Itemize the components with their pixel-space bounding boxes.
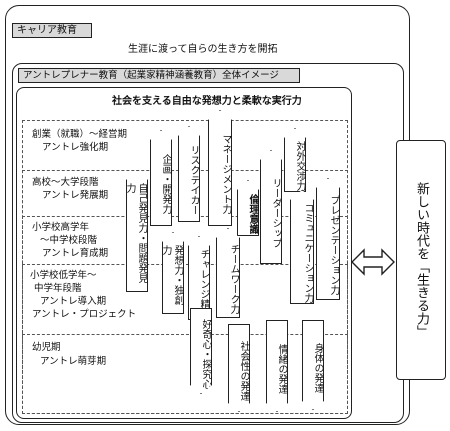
stage-2-line-1: 高校～大学段階 [32,177,99,188]
stage-box-5 [22,334,348,414]
stage-4-line-1: 小学校低学年～ [30,270,97,281]
arrow-self-discovery: 自己発見力・問題発見力 [126,170,148,292]
career-education-label: キャリア教育 [12,23,92,38]
arrow-risk-taker: リスクテイカー [178,126,200,222]
stage-5-line-2: アントレ萌芽期 [40,356,107,367]
arrow-leadership: リーダーシップ [260,150,282,264]
stage-4-line-4: アントレ・プロジェクト [32,309,137,320]
double-arrow-icon [351,248,395,276]
arrow-management: マネージメント力 [208,110,232,226]
arrow-social-development: 社会性の発達 [228,324,250,412]
stage-3-line-1: 小学校高学年 [32,222,90,233]
arrow-creativity: 発想力・独創力 [162,232,184,314]
lifelong-subtitle: 生涯に渡って自らの生き方を開拓 [128,44,278,55]
arrow-physical-development: 身体の発達 [302,320,324,410]
stage-2-line-2: アントレ発展期 [42,190,109,201]
living-power-text: 新しい時代を「生きる力」 [414,182,429,338]
stage-3-line-3: アントレ育成期 [42,248,109,259]
stage-1-line-2: アントレ強化期 [42,142,109,153]
center-title: 社会を支える自由な発想力と柔軟な実行力 [112,96,302,107]
stage-1-line-1: 創業（就職）～経営期 [32,129,128,140]
arrow-challenge: チャレンジ精神 [188,236,210,320]
entrepreneur-education-label: アントレプレナー教育（起業家精神涵養教育）全体イメージ [18,68,300,83]
arrow-emotional-development: 情緒の発達 [266,320,288,412]
arrow-negotiation: 対外交渉力 [284,128,306,192]
arrow-ethics: 倫理意識 [237,180,259,236]
arrow-presentation: プレゼンテーション力 [316,178,340,300]
arrow-communication: コミュニケーション力 [290,190,314,304]
living-power-box: 新しい時代を「生きる力」 [396,140,446,380]
inner-box [16,87,352,419]
stage-5-line-1: 幼児期 [32,342,61,353]
arrow-teamwork: チームワーク力 [216,228,240,318]
arrow-curiosity: 好奇心・探究心 [190,308,212,394]
stage-4-line-2: 中学年段階 [34,283,82,294]
arrow-planning: 企画・開発力 [150,130,172,226]
stage-4-line-3: アントレ導入期 [40,296,107,307]
stage-3-line-2: ～中学校段階 [40,235,98,246]
